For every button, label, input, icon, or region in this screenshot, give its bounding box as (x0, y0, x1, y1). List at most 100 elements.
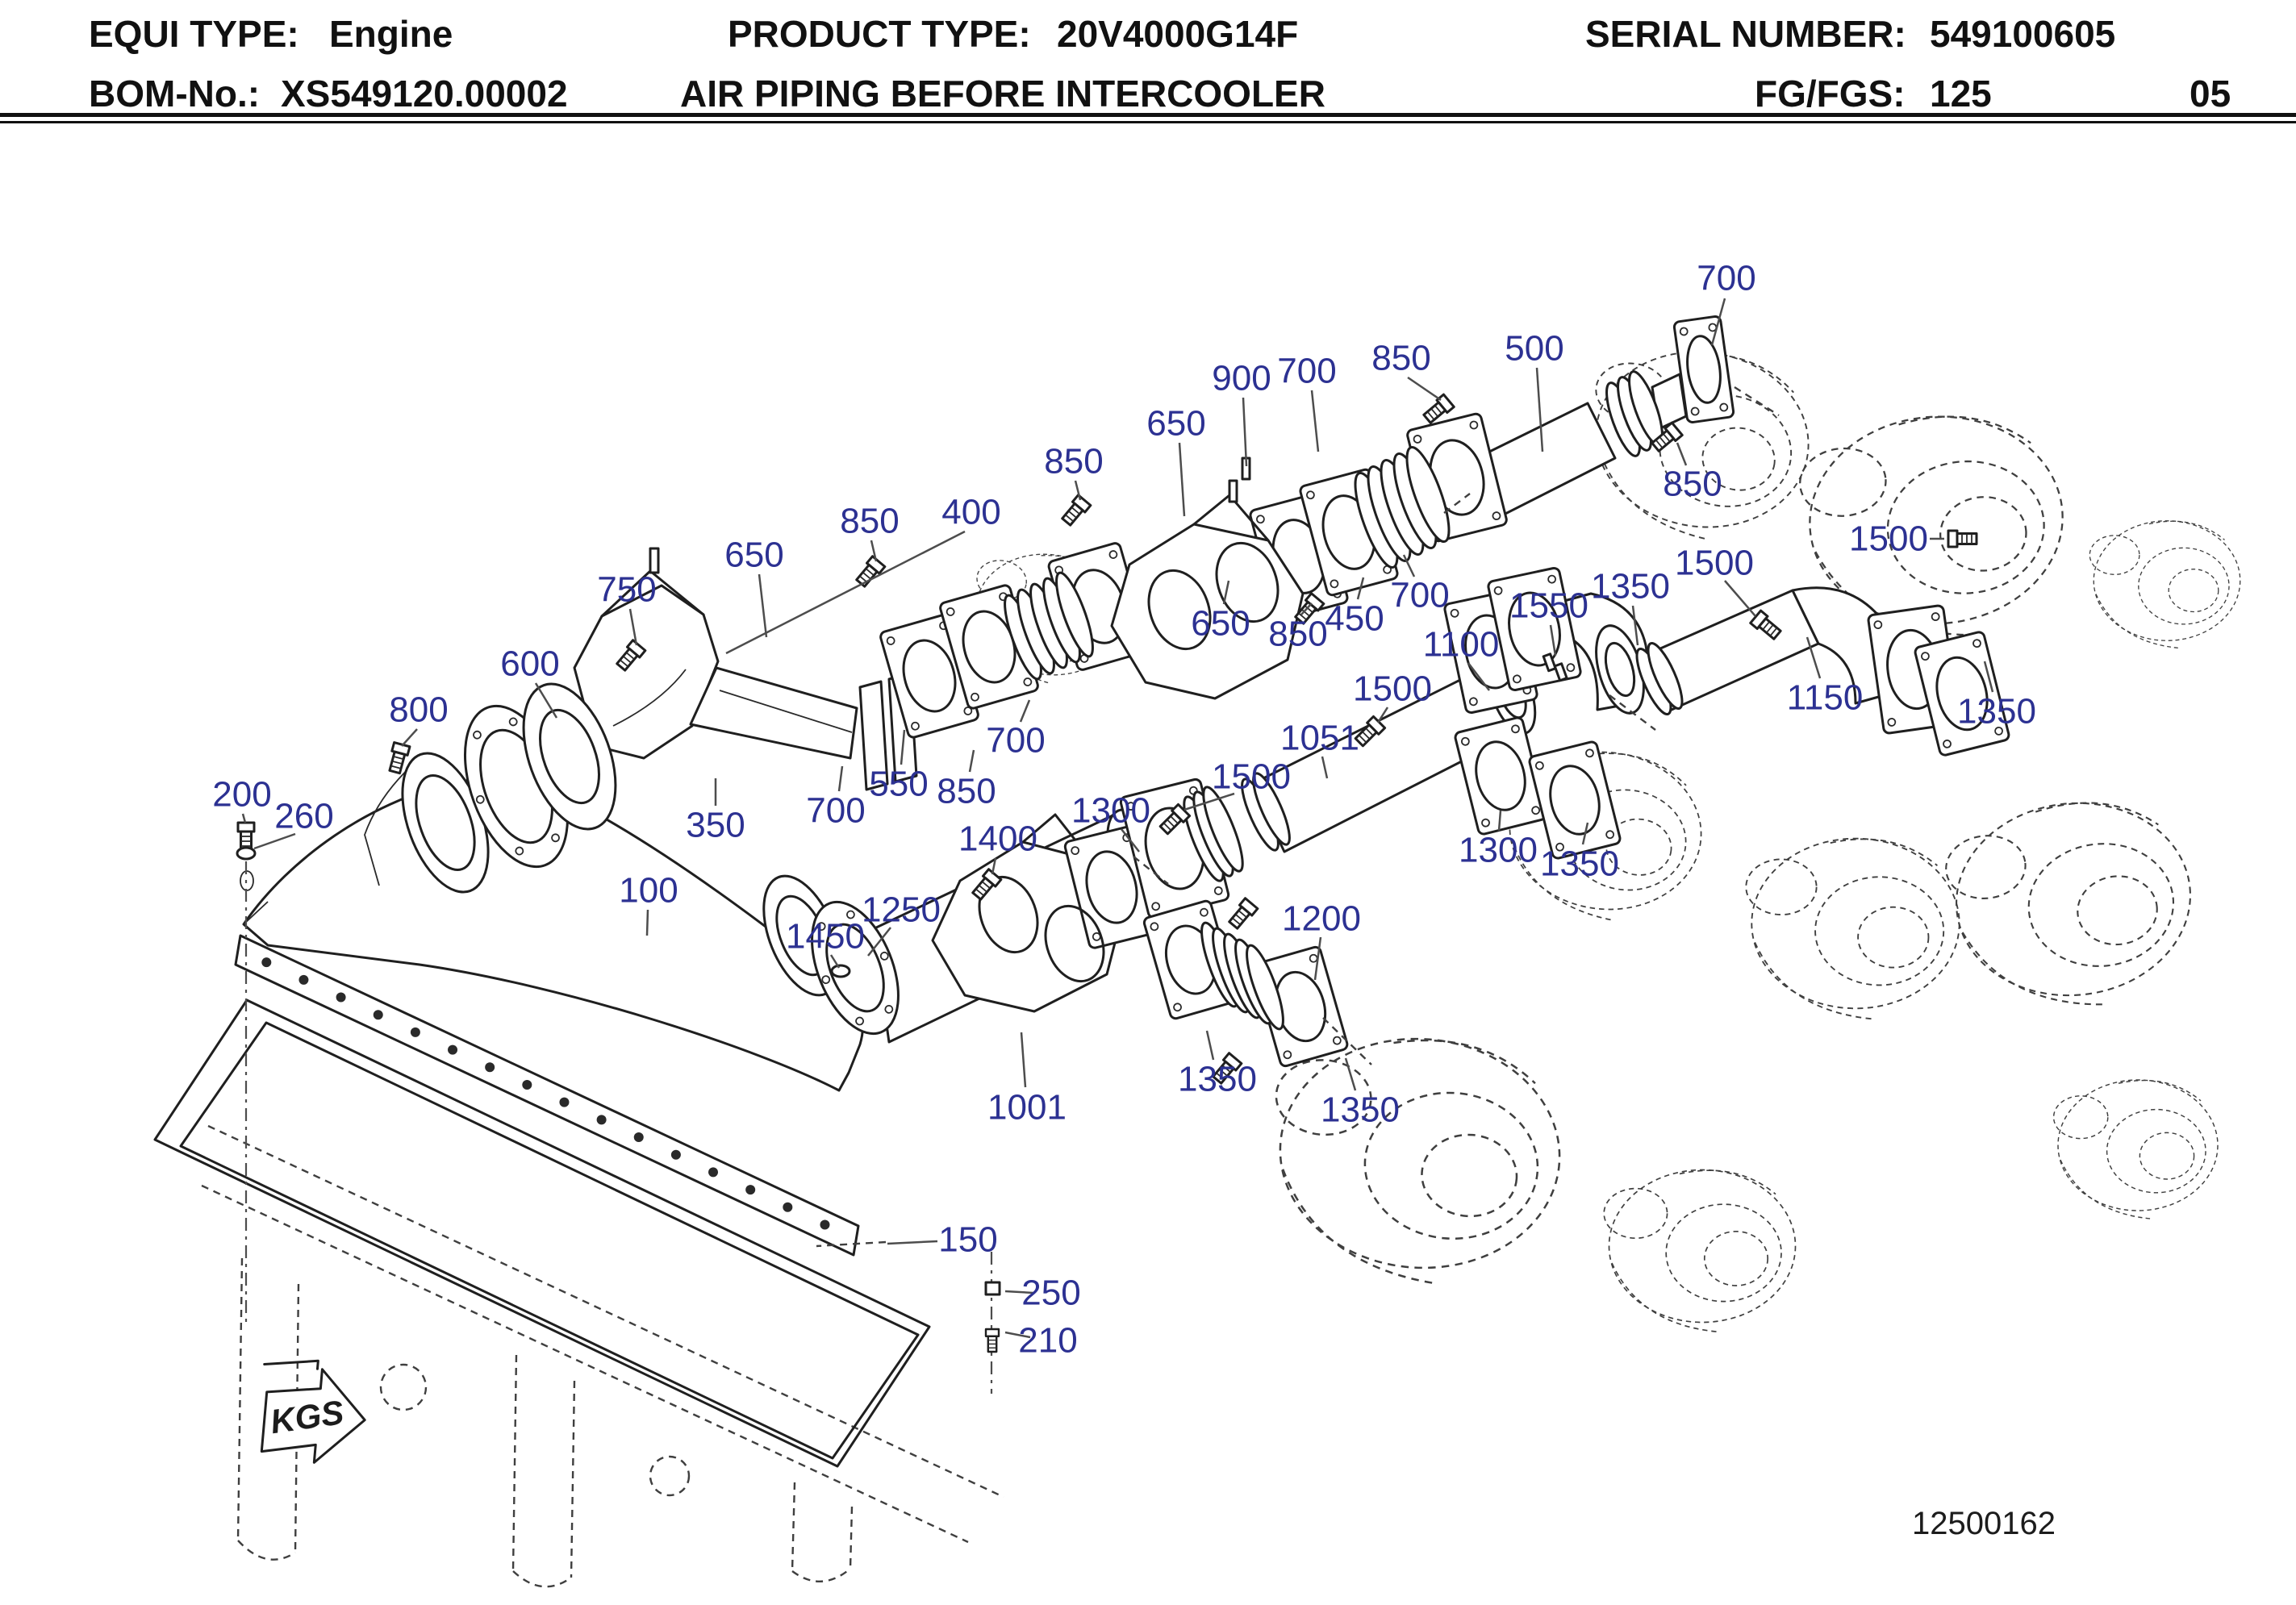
part-callout-1350: 1350 (1178, 1060, 1257, 1099)
callout-leader-1500 (1183, 792, 1235, 811)
product-type-label: PRODUCT TYPE: (728, 13, 1031, 55)
callout-leader-850 (968, 749, 975, 773)
bolt (1225, 897, 1259, 932)
callout-leader-1150 (1805, 636, 1822, 679)
part-callout-1500: 1500 (1212, 757, 1291, 797)
turbocharger-phantom (1263, 1028, 1568, 1293)
bellows-rib (1055, 571, 1094, 658)
part-callout-350: 350 (686, 806, 745, 845)
flange-ring (401, 752, 490, 894)
turbocharger-phantom (1939, 790, 2202, 1021)
callout-leader-700 (1402, 554, 1416, 577)
turbocharger-phantom (1603, 1169, 1797, 1333)
construction-lines (244, 386, 1780, 1394)
part-callout-1500: 1500 (1675, 544, 1754, 583)
part-callout-700: 700 (1697, 259, 1755, 298)
part-callout-1450: 1450 (786, 917, 865, 957)
bolt (1058, 494, 1092, 528)
part-callout-150: 150 (938, 1220, 997, 1260)
bellows-rib (1252, 772, 1291, 846)
fasteners (236, 393, 1978, 1353)
callout-leader-850 (1300, 602, 1313, 615)
callout-leader-900 (1242, 397, 1248, 467)
callout-leader-700 (837, 765, 844, 792)
part-callout-900: 900 (1212, 359, 1271, 398)
washer (830, 964, 851, 978)
part-callout-1300: 1300 (1459, 831, 1538, 870)
stud (1553, 662, 1568, 682)
intercooler-core (153, 998, 931, 1468)
gasket-plate (1672, 315, 1735, 424)
drawing-number: 12500162 (1912, 1506, 2056, 1541)
callout-leader-650 (1178, 442, 1186, 517)
callout-leader-600 (534, 682, 558, 719)
product-type-value: 20V4000G14F (1057, 13, 1298, 55)
callout-leader-150 (887, 1240, 938, 1245)
support-bracket (858, 680, 889, 791)
callout-leader-1200 (1313, 936, 1322, 981)
callout-leader-1350 (1205, 1030, 1215, 1061)
gasket-plate (1487, 566, 1582, 692)
part-callout-850: 850 (1663, 465, 1722, 504)
callout-leader-700 (1019, 699, 1031, 723)
bellows-rib (1647, 642, 1684, 710)
part-callout-450: 450 (1325, 599, 1384, 639)
callout-leader-650 (758, 573, 768, 638)
part-callout-750: 750 (597, 570, 656, 610)
turbocharger-phantom (2052, 1079, 2219, 1219)
part-callout-1150: 1150 (1787, 678, 1864, 718)
cap-nut (984, 1281, 1001, 1296)
elbow-pipe-assembly (364, 547, 918, 886)
fg-fgs-label: FG/FGS: (1755, 73, 1906, 115)
part-callout-850: 850 (1044, 442, 1103, 482)
part-callout-1350: 1350 (1957, 692, 2036, 732)
flange-ring (522, 682, 617, 831)
part-callout-800: 800 (389, 690, 448, 730)
turbocharger-phantom (2089, 520, 2241, 649)
callout-leader-750 (628, 608, 638, 646)
callout-leader-1550 (1549, 624, 1557, 657)
part-callout-700: 700 (1390, 576, 1449, 615)
callout-leader-1350 (1631, 605, 1639, 646)
flange-ring (811, 900, 900, 1036)
equi-type-label: EQUI TYPE: (89, 13, 299, 55)
part-callout-1350: 1350 (1591, 567, 1670, 607)
part-callout-1250: 1250 (862, 890, 941, 930)
callout-leader-650 (1222, 580, 1230, 605)
equi-type-value: Engine (329, 13, 453, 55)
part-callout-650: 650 (724, 536, 783, 575)
callout-leader-500 (1535, 367, 1544, 452)
sheet-number: 05 (2190, 73, 2231, 115)
part-callout-210: 210 (1018, 1321, 1077, 1361)
part-callout-250: 250 (1021, 1274, 1080, 1313)
core-matrix (179, 1021, 920, 1460)
part-callout-260: 260 (274, 797, 333, 836)
callout-leader-1051 (1321, 756, 1329, 779)
bellows-rib (1246, 944, 1284, 1031)
part-callout-1500: 1500 (1849, 519, 1928, 559)
part-callout-1550: 1550 (1509, 586, 1588, 626)
manifold-upper-body (1110, 479, 1305, 700)
title-block: EQUI TYPE: Engine PRODUCT TYPE: 20V4000G… (0, 13, 2296, 123)
intercooler-housing-phantom (201, 1124, 1004, 1588)
callout-leader-1350 (1344, 1057, 1357, 1091)
serial-number-label: SERIAL NUMBER: (1585, 13, 1906, 55)
part-callout-650: 650 (1191, 604, 1250, 644)
flanges-gaskets-bellows (401, 315, 2010, 1068)
washer (236, 846, 257, 861)
callout-leader-1300 (1121, 828, 1140, 853)
callout-leader-1100 (1467, 662, 1490, 691)
bolt (1947, 529, 1978, 548)
callout-leader-850 (870, 540, 878, 562)
elbow-body (573, 584, 720, 760)
callout-leader-800 (401, 728, 418, 747)
part-callout-100: 100 (619, 871, 678, 911)
elbow-arm (689, 666, 858, 760)
bom-number-value: XS549120.00002 (281, 73, 568, 115)
part-callout-650: 650 (1146, 404, 1205, 444)
part-callout-700: 700 (1277, 352, 1336, 391)
air-duct (234, 777, 864, 1257)
bellows-rib (1202, 786, 1244, 873)
part-callout-1051: 1051 (1280, 719, 1359, 758)
